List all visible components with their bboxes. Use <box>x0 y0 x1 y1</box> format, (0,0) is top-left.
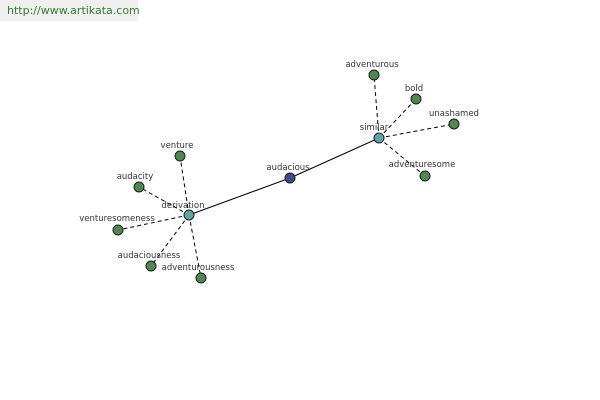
node-circle-venturesomeness[interactable] <box>112 224 124 236</box>
node-circle-derivation[interactable] <box>183 209 195 221</box>
node-audaciousness[interactable]: audaciousness <box>118 251 181 272</box>
node-adventurousness[interactable]: adventurousness <box>162 263 235 284</box>
node-label-adventuresome: adventuresome <box>389 160 456 170</box>
graph-edges <box>117 74 455 279</box>
edge-similar-adventurous <box>373 74 380 139</box>
node-label-venturesomeness: venturesomeness <box>79 214 155 224</box>
node-audacity[interactable]: audacity <box>117 172 154 193</box>
node-venturesomeness[interactable]: venturesomeness <box>79 214 155 236</box>
edge-similar-adventuresome <box>378 137 426 177</box>
node-adventurous[interactable]: adventurous <box>345 60 399 81</box>
node-circle-bold[interactable] <box>410 93 422 105</box>
node-label-unashamed: unashamed <box>429 109 479 119</box>
edge-derivation-adventurousness <box>188 214 202 279</box>
node-circle-audacious[interactable] <box>284 172 296 184</box>
node-venture[interactable]: venture <box>161 141 194 162</box>
node-label-adventurousness: adventurousness <box>162 263 235 273</box>
node-unashamed[interactable]: unashamed <box>429 109 479 130</box>
node-audacious[interactable]: audacious <box>266 163 310 184</box>
edge-audacious-similar <box>289 137 380 179</box>
edge-similar-bold <box>378 98 417 139</box>
node-label-similar: similar <box>360 123 389 133</box>
node-label-derivation: derivation <box>161 201 204 211</box>
node-label-bold: bold <box>405 84 423 94</box>
node-similar[interactable]: similar <box>360 123 389 144</box>
node-circle-adventurous[interactable] <box>368 69 380 81</box>
node-derivation[interactable]: derivation <box>161 201 205 221</box>
edge-audacious-derivation <box>188 177 291 216</box>
node-label-venture: venture <box>161 141 194 151</box>
node-label-audacious: audacious <box>266 163 310 173</box>
edge-derivation-venturesomeness <box>117 214 190 231</box>
edge-derivation-audacity <box>138 186 190 216</box>
node-circle-adventuresome[interactable] <box>419 170 431 182</box>
node-circle-similar[interactable] <box>373 132 385 144</box>
node-circle-venture[interactable] <box>174 150 186 162</box>
url-banner: http://www.artikata.com <box>0 0 140 21</box>
node-circle-audaciousness[interactable] <box>145 260 157 272</box>
node-adventuresome[interactable]: adventuresome <box>389 160 456 182</box>
graph-nodes: audacious derivation similar venture audacit… <box>79 60 479 284</box>
edge-similar-unashamed <box>378 123 455 139</box>
node-bold[interactable]: bold <box>405 84 423 105</box>
node-label-audacity: audacity <box>117 172 154 182</box>
site-url-link[interactable]: http://www.artikata.com <box>7 4 140 17</box>
edge-derivation-audaciousness <box>150 214 190 267</box>
node-label-adventurous: adventurous <box>345 60 399 70</box>
node-circle-adventurousness[interactable] <box>195 272 207 284</box>
edge-derivation-venture <box>179 155 190 216</box>
node-label-audaciousness: audaciousness <box>118 251 181 261</box>
node-circle-audacity[interactable] <box>133 181 145 193</box>
node-circle-unashamed[interactable] <box>448 118 460 130</box>
